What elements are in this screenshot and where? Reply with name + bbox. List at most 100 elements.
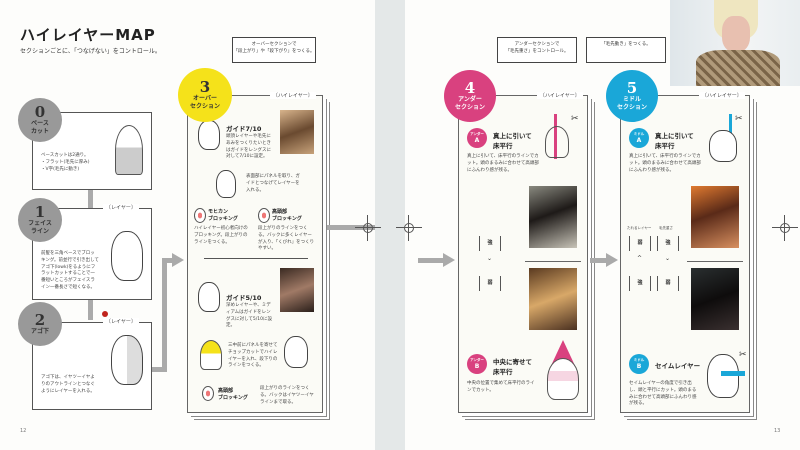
head-illustration <box>216 170 236 198</box>
head-side-illustration <box>111 335 143 385</box>
step-1-box: 〔レイヤー〕 前髪を三角ベースでブロッキング。前並行で引き出してアゴ下(lowk… <box>32 204 152 300</box>
divider <box>525 261 581 262</box>
top-col2: 強 <box>657 236 679 251</box>
crop-mark <box>396 215 422 241</box>
koutoubu-2-text: 段上がりのラインをつくる。バックはイヤツーイヤラインまで取る。 <box>260 386 314 405</box>
arrow-shaft <box>152 367 166 372</box>
model-photo <box>529 268 577 330</box>
head-side-illustration <box>707 354 739 398</box>
crop-mark <box>772 215 798 241</box>
divider <box>204 258 308 259</box>
guide-2-text: 深めレイヤーや、ミディアムはガイドをレングスに対して5/10に設定。 <box>226 303 272 329</box>
head-back-illustration <box>547 358 579 400</box>
guide-2-title: ガイド5/10 <box>226 294 262 302</box>
chevron-down-icon: ⌄ <box>487 255 493 262</box>
arrow-head <box>443 253 455 267</box>
mohican-icon <box>194 208 206 223</box>
arrow-shaft <box>418 258 444 263</box>
model-photo <box>691 268 739 330</box>
arrow-shaft <box>327 225 375 230</box>
chevron-up-icon: ^ <box>637 255 643 262</box>
arrow-shaft <box>162 258 174 263</box>
blue-guide-bar <box>729 114 732 144</box>
section-4a-title: 真上に引いて 床平行 <box>493 132 532 150</box>
koutoubu-text: 段上がりのラインをつくる。バックに多くレイヤーが入り、「くびれ」をつくりやすい。 <box>258 226 315 252</box>
step-0-text: ベースカットは2通り。 ・フラット(毛先に厚み) ・V字(毛先に動き) <box>41 153 90 172</box>
step-1-text: 前髪を三角ベースでブロッキング。前並行で引き出してアゴ下(lowk)をるようにフ… <box>41 251 99 290</box>
red-dot <box>102 311 108 317</box>
bottom-col2: 弱 <box>657 276 679 291</box>
head-back-illustration <box>115 125 143 175</box>
note-1-text: 表面部にパネルを取り、ガイドとつなげてレイヤーを入れる。 <box>246 174 300 193</box>
section-4-tag: 〔ハイレイヤー〕 <box>537 92 583 99</box>
presenter-webcam <box>670 0 800 86</box>
section-5-callout: 「毛先動き」をつくる。 <box>586 37 666 63</box>
section-5b-title: セイムレイヤー <box>655 362 701 370</box>
step-2-text: アゴ下は、イヤツーイヤよりのアウトラインとつなぐようにレイヤーを入れる。 <box>41 375 95 394</box>
guide-1-title: ガイド7/10 <box>226 125 262 133</box>
section-4b-title: 中央に寄せて 床平行 <box>493 358 532 376</box>
top-col1: 弱 <box>629 236 651 251</box>
bottom-col1: 強 <box>629 276 651 291</box>
col1-label: たれるレイヤー <box>627 226 652 230</box>
crop-mark <box>355 215 381 241</box>
koutoubu-icon <box>258 208 270 223</box>
page-number-left: 12 <box>20 428 27 434</box>
weight-strong-label: 強 <box>479 236 501 251</box>
mohican-title: モヒカン ブロッキング <box>208 209 238 222</box>
head-illustration <box>198 120 220 150</box>
section-5b-text: セイムレイヤーの角度で引き出し、頭と平行にカット。頭のまるみに合わせて高頭部にふ… <box>629 381 697 407</box>
head-side-illustration <box>709 130 737 162</box>
section-5a-title: 真上に引いて 床平行 <box>655 132 694 150</box>
note-2-text: 三中前にパネルを寄せてチョップカットでハイレイヤーを入れ、段下りのラインをつくる… <box>228 343 278 369</box>
head-side-illustration <box>111 231 143 281</box>
section-3-tag: 〔ハイレイヤー〕 <box>270 92 316 99</box>
section-4-callout: アンダーセクションで 「毛先重さ」をコントロール。 <box>497 37 577 63</box>
page-title: ハイレイヤーMAP <box>20 26 156 44</box>
arrow-head <box>606 253 618 267</box>
scissors-icon: ✂ <box>571 114 579 124</box>
section-3-callout: オーバーセクションで 「段上がり」や「段下がり」をつくる。 <box>232 37 316 63</box>
step-2-tag: 〔レイヤー〕 <box>103 318 139 325</box>
head-back-illustration <box>545 126 569 158</box>
section-5a-text: 真上に引いて、床平行のラインでカット。頭のまるみに合わせて高頭部にふんわり感が残… <box>629 154 701 173</box>
guide-1-text: 頭頂レイヤーや毛先にあみをつくりたいときはガイドをレングスに対して7/10に設定… <box>226 134 271 160</box>
presenter-face <box>722 16 750 52</box>
page-number-right: 13 <box>774 428 781 434</box>
arrow-shaft <box>590 258 608 263</box>
arrow-head <box>172 253 184 267</box>
weight-weak-label: 弱 <box>479 276 501 291</box>
scissors-icon: ✂ <box>739 350 747 360</box>
section-3-panel: 〔ハイレイヤー〕 ガイド7/10 頭頂レイヤーや毛先にあみをつくりたいときはガイ… <box>187 92 323 413</box>
head-illustration <box>284 336 308 368</box>
model-photo <box>280 268 314 312</box>
section-4b-text: 中央の位置で集めて床平行のラインでカット。 <box>467 381 535 393</box>
arrow-shaft <box>162 262 167 372</box>
presenter-shirt <box>696 50 780 86</box>
model-photo <box>691 186 739 248</box>
mohican-text: ハイレイヤー初心者向けのブロッキング。段上がりのラインをつくる。 <box>194 226 248 245</box>
divider <box>687 261 743 262</box>
section-5-tag: 〔ハイレイヤー〕 <box>699 92 745 99</box>
col2-label: 毛先重さ <box>659 226 673 230</box>
chevron-down-icon: ⌄ <box>665 255 671 262</box>
koutoubu-2-title: 高頭部 ブロッキング <box>218 388 248 401</box>
koutoubu-title: 高頭部 ブロッキング <box>272 209 302 222</box>
flow-connector <box>88 190 93 210</box>
step-1-tag: 〔レイヤー〕 <box>103 204 139 211</box>
yellow-head-illustration <box>200 340 222 370</box>
scissors-icon: ✂ <box>735 114 743 124</box>
flow-connector <box>88 300 93 320</box>
koutoubu-icon <box>202 386 214 401</box>
